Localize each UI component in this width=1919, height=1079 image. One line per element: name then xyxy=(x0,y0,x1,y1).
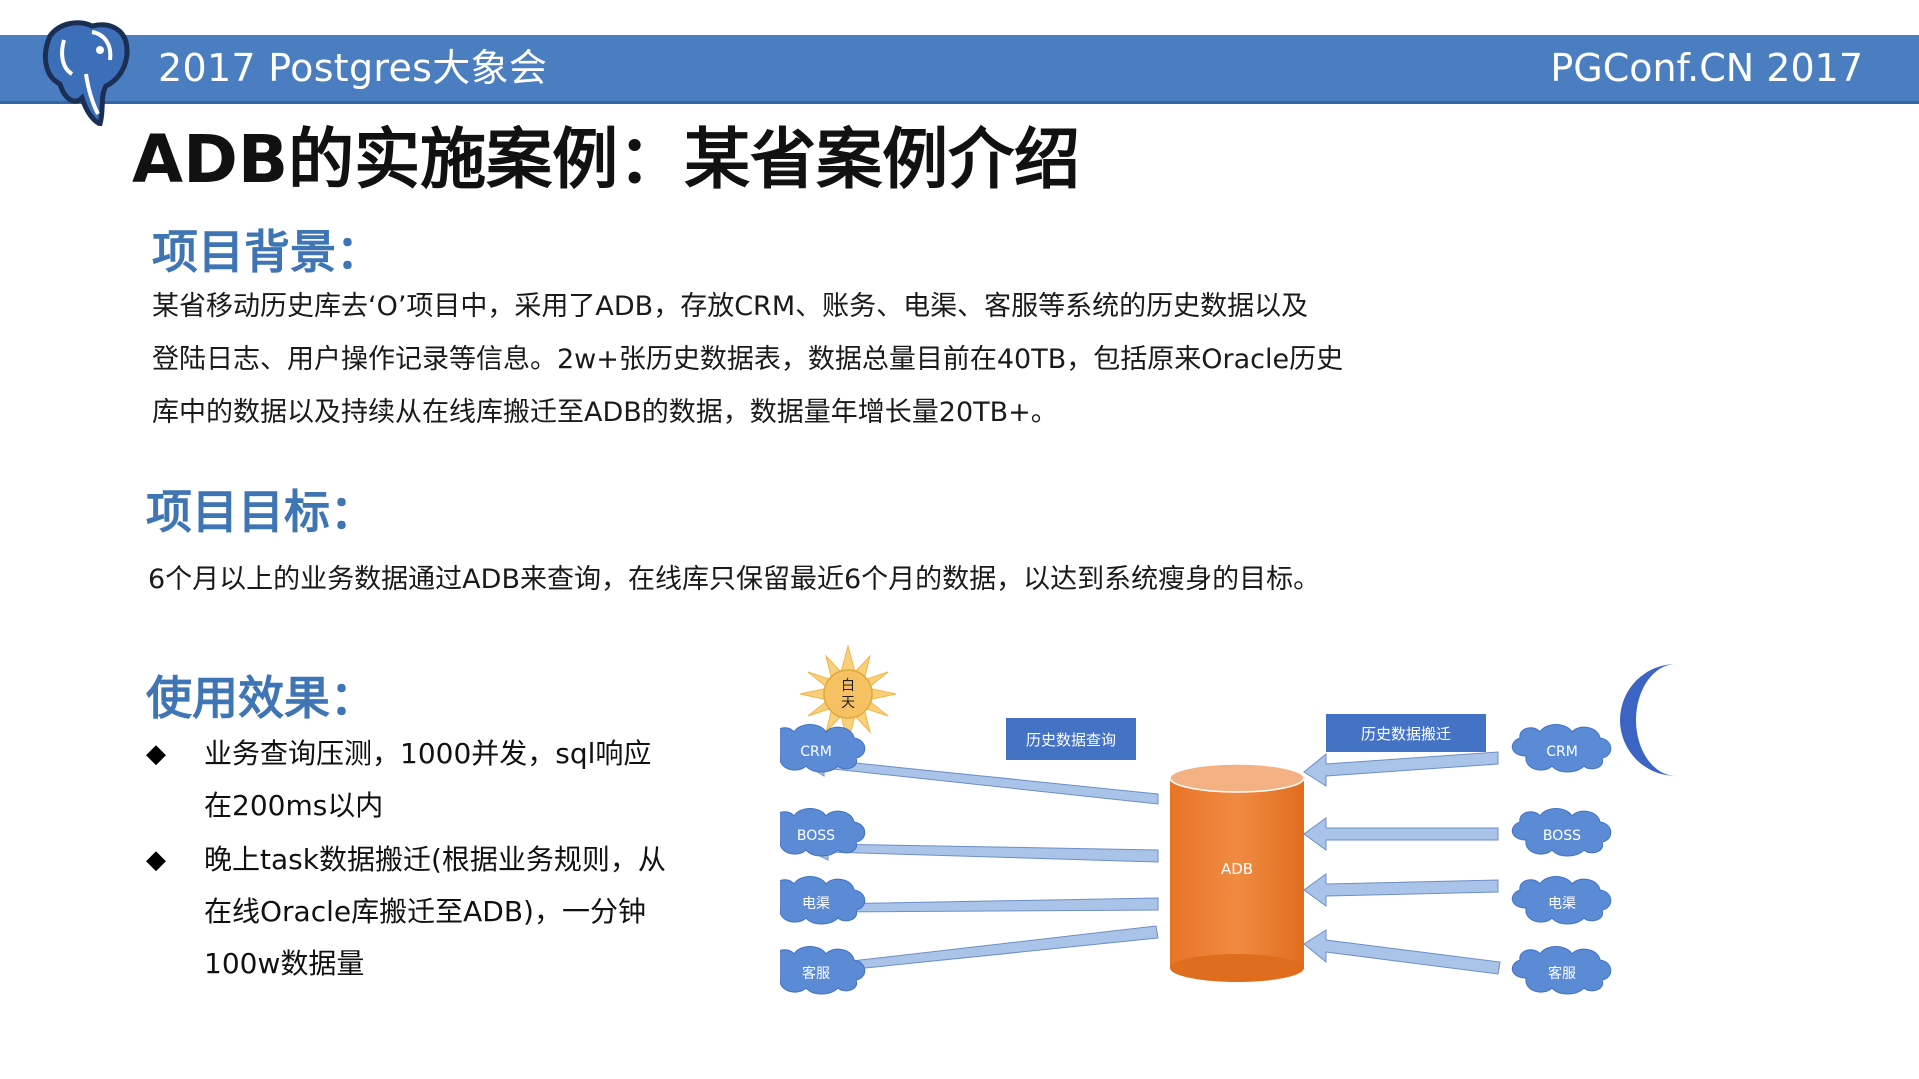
sun-label-2: 天 xyxy=(841,695,855,711)
migrate-label-box: 历史数据搬迁 xyxy=(1326,714,1486,752)
arrow-from-right-kefu xyxy=(1303,929,1501,975)
background-line-1: 某省移动历史库去‘O’项目中，采用了ADB，存放CRM、账务、电渠、客服等系统的… xyxy=(152,291,1309,322)
goal-heading: 项目目标： xyxy=(146,485,376,539)
right-cloud-boss: BOSS xyxy=(1511,808,1612,857)
bullet-diamond-1: ◆ xyxy=(146,739,166,769)
header-band: 2017 Postgres大象会 PGConf.CN 2017 xyxy=(0,35,1919,104)
left-cloud-dianqu: 电渠 xyxy=(780,876,866,925)
effect-heading: 使用效果： xyxy=(146,671,376,725)
arrow-from-right-dianqu xyxy=(1303,873,1499,907)
effect-item-2-line-1: 晚上task数据搬迁(根据业务规则，从 xyxy=(204,843,666,876)
query-label-box: 历史数据查询 xyxy=(1006,718,1136,760)
left-system-boss: BOSS xyxy=(797,828,835,844)
migrate-label: 历史数据搬迁 xyxy=(1361,725,1451,743)
effect-item-2-line-3: 100w数据量 xyxy=(204,947,365,980)
right-cloud-kefu: 客服 xyxy=(1511,946,1612,995)
right-cloud-crm: CRM xyxy=(1511,724,1612,773)
right-arrows xyxy=(1303,751,1501,975)
background-line-2: 登陆日志、用户操作记录等信息。2w+张历史数据表，数据总量目前在40TB，包括原… xyxy=(152,344,1344,375)
right-cloud-dianqu: 电渠 xyxy=(1511,876,1612,925)
effect-item-2-line-2: 在线Oracle库搬迁至ADB)，一分钟 xyxy=(204,895,646,928)
left-system-kefu: 客服 xyxy=(802,965,830,982)
left-cloud-boss: BOSS xyxy=(780,808,866,857)
background-heading: 项目背景： xyxy=(152,225,382,279)
arrow-from-right-boss xyxy=(1303,817,1499,851)
query-label: 历史数据查询 xyxy=(1026,731,1116,749)
background-line-3: 库中的数据以及持续从在线库搬迁至ADB的数据，数据量年增长量20TB+。 xyxy=(152,397,1058,428)
effect-item-1-line-1: 业务查询压测，1000并发，sql响应 xyxy=(204,737,652,770)
adb-cylinder: ADB xyxy=(1169,763,1305,982)
right-system-boss: BOSS xyxy=(1543,828,1581,844)
adb-data-flow-diagram: 白 天 晚 上 历史数据查询 历史数据搬迁 xyxy=(780,640,1720,1010)
right-system-crm: CRM xyxy=(1546,744,1578,760)
moon-label-1: 晚 xyxy=(1651,702,1665,718)
moon-label-2: 上 xyxy=(1651,719,1665,735)
left-cloud-kefu: 客服 xyxy=(780,946,866,995)
goal-text: 6个月以上的业务数据通过ADB来查询，在线库只保留最近6个月的数据，以达到系统瘦… xyxy=(148,564,1321,595)
conference-title: 2017 Postgres大象会 xyxy=(158,46,548,90)
sun-label-1: 白 xyxy=(841,678,855,694)
bullet-diamond-2: ◆ xyxy=(146,845,166,875)
conference-code: PGConf.CN 2017 xyxy=(1550,46,1863,90)
left-cloud-crm: CRM xyxy=(780,724,866,773)
page-title: ADB的实施案例：某省案例介绍 xyxy=(132,121,1081,198)
moon-icon: 晚 上 xyxy=(1620,664,1676,776)
right-system-dianqu: 电渠 xyxy=(1548,896,1576,912)
left-system-crm: CRM xyxy=(800,744,832,760)
left-arrows xyxy=(798,749,1159,983)
right-system-kefu: 客服 xyxy=(1548,965,1576,982)
postgres-elephant-logo xyxy=(30,14,142,128)
left-system-dianqu: 电渠 xyxy=(802,896,830,912)
arrow-from-right-crm xyxy=(1303,751,1499,787)
sun-icon: 白 天 xyxy=(799,644,897,744)
effect-item-1-line-2: 在200ms以内 xyxy=(204,789,384,822)
adb-label: ADB xyxy=(1221,860,1253,878)
